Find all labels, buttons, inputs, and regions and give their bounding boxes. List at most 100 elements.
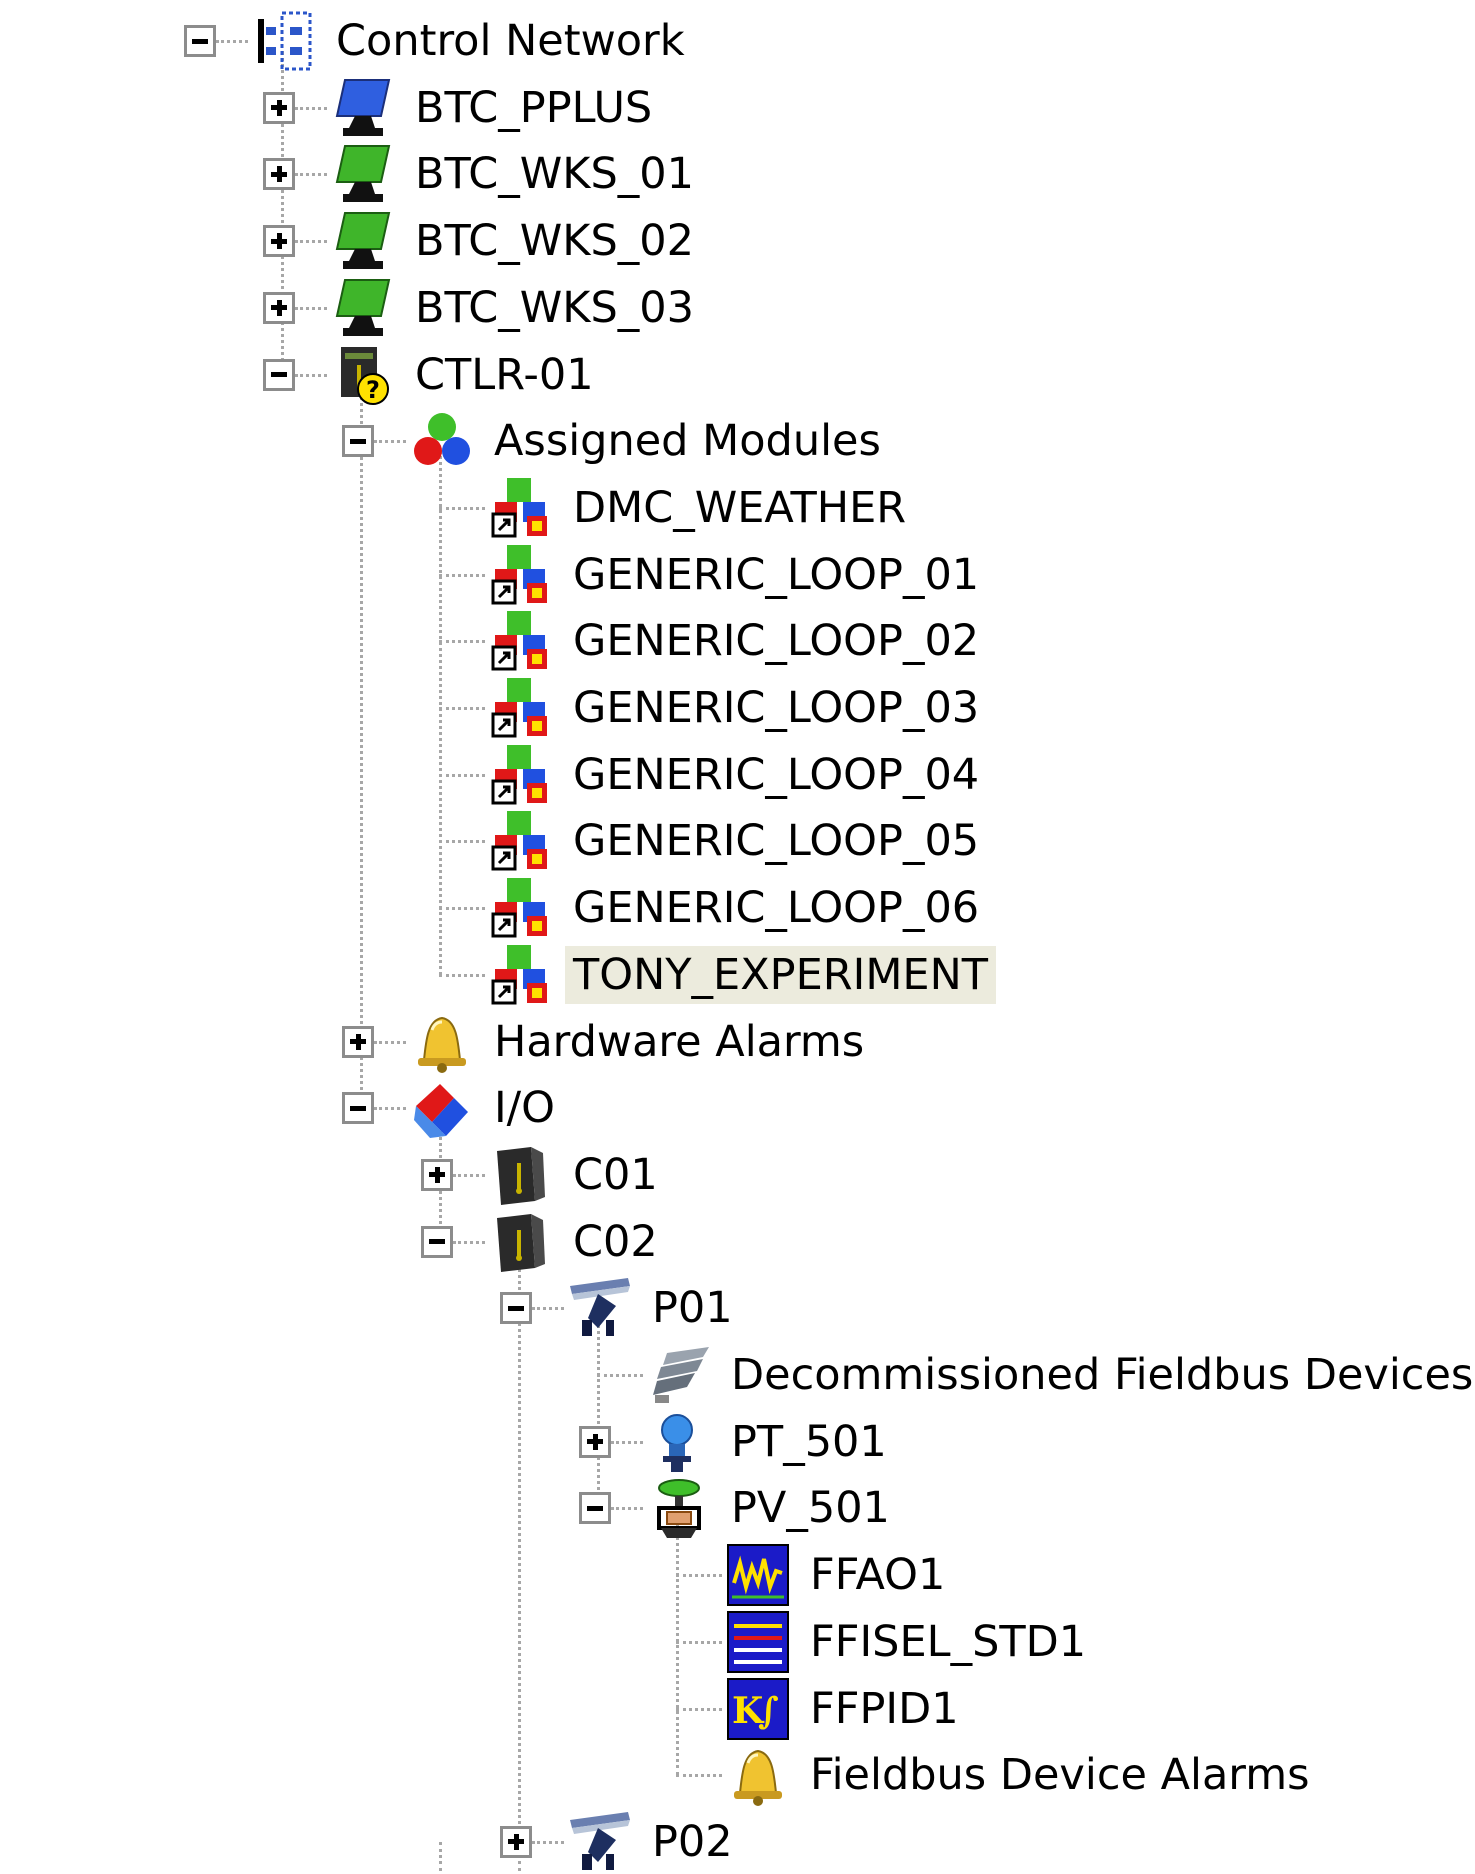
tree-connector-horizontal [532,1307,564,1311]
io-card-icon [489,1143,553,1207]
collapse-toggle[interactable] [184,25,216,57]
tree-node-label[interactable]: Assigned Modules [494,416,881,467]
tree-node-label[interactable]: GENERIC_LOOP_06 [573,883,980,934]
tree-connector-horizontal [439,773,485,777]
tree-connector-horizontal [216,40,248,43]
tree-connector-horizontal [439,840,485,844]
tree-connector-horizontal [374,440,406,444]
io-card-icon [489,1210,553,1274]
svg-text:K: K [732,1690,765,1732]
tree-node-label[interactable]: P01 [652,1283,733,1334]
module-icon [489,876,553,940]
control-network-icon [252,9,316,73]
tree-node-label[interactable]: GENERIC_LOOP_03 [573,683,980,733]
ffisel-block-icon [726,1610,790,1674]
tree-node-label[interactable]: PV_501 [731,1483,890,1534]
tree-connector-horizontal [676,1707,722,1711]
tree-connector-horizontal [295,373,327,377]
workstation-green-icon [331,142,395,206]
tree-node-label[interactable]: C01 [573,1149,658,1200]
expand-toggle[interactable] [579,1425,611,1458]
tree-node-label[interactable]: BTC_WKS_01 [415,149,694,200]
tree-connector-horizontal [611,1507,643,1511]
tree-connector-horizontal [439,573,485,577]
io-icon [410,1076,474,1140]
controller-unknown-icon: ? [331,343,395,407]
collapse-toggle[interactable] [342,1092,374,1125]
pressure-transmitter-icon [647,1410,711,1474]
tree-connector-vertical [439,1841,442,1871]
tree-node-label[interactable]: DMC_WEATHER [573,482,907,533]
valve-positioner-icon [647,1476,711,1540]
collapse-toggle[interactable] [342,425,374,458]
expand-toggle[interactable] [263,91,295,124]
tree-connector-horizontal [374,1107,406,1111]
tree-node-label[interactable]: I/O [494,1083,556,1134]
tree-connector-horizontal [439,973,485,977]
tree-connector-vertical [676,1518,679,1776]
tree-connector-horizontal [374,1040,406,1044]
tree-connector-horizontal [676,1640,722,1644]
workstation-green-icon [331,209,395,273]
tree-connector-vertical [360,384,363,1109]
tree-node-label[interactable]: Decommissioned Fieldbus Devices [731,1350,1474,1400]
tree-connector-horizontal [611,1440,643,1444]
tree-node-label[interactable]: BTC_PPLUS [415,82,653,133]
tree-node-label[interactable]: FFPID1 [810,1683,959,1734]
tree-connector-horizontal [676,1774,722,1778]
module-icon [489,543,553,607]
tree-connector-vertical [281,51,284,375]
ffao-block-icon [726,1543,790,1607]
module-icon [489,943,553,1007]
collapse-toggle[interactable] [500,1292,532,1325]
workstation-blue-icon [331,76,395,140]
expand-toggle[interactable] [263,158,295,191]
tree-node-label[interactable]: GENERIC_LOOP_02 [573,616,980,667]
tree-node-label[interactable]: FFISEL_STD1 [810,1616,1087,1667]
tree-connector-horizontal [295,106,327,110]
expand-toggle[interactable] [421,1158,453,1191]
module-icon [489,609,553,673]
tree-node-label[interactable]: TONY_EXPERIMENT [565,945,997,1004]
tree-node-label[interactable]: GENERIC_LOOP_05 [573,816,980,867]
module-icon [489,809,553,873]
expand-toggle[interactable] [500,1825,532,1858]
tree-connector-vertical [597,1318,600,1509]
tree-connector-horizontal [295,306,327,310]
tree-connector-horizontal [295,240,327,244]
expand-toggle[interactable] [263,291,295,324]
tree-node-label[interactable]: Fieldbus Device Alarms [810,1750,1310,1801]
fieldbus-port-icon [568,1810,632,1874]
svg-text:?: ? [366,376,380,404]
ffpid-block-icon: K∫ [726,1677,790,1741]
tree-node-label[interactable]: GENERIC_LOOP_01 [573,549,980,600]
tree-node-label[interactable]: GENERIC_LOOP_04 [573,749,980,800]
tree-connector-horizontal [439,707,485,710]
tree-node-label[interactable]: PT_501 [731,1416,887,1467]
tree-node-label[interactable]: C02 [573,1216,658,1267]
tree-node-label[interactable]: P02 [652,1816,733,1867]
decommissioned-devices-icon [647,1343,711,1407]
module-icon [489,743,553,807]
tree-node-label[interactable]: BTC_WKS_03 [415,282,694,333]
tree-connector-horizontal [676,1574,722,1578]
tree-node-label[interactable]: Control Network [336,16,685,66]
tree-node-label[interactable]: CTLR-01 [415,349,594,400]
tree-connector-horizontal [295,173,327,177]
tree-connector-horizontal [439,506,485,510]
tree-connector-horizontal [453,1173,485,1177]
alarm-bell-icon [726,1743,790,1807]
module-icon [489,476,553,540]
collapse-toggle[interactable] [421,1225,453,1258]
tree-node-label[interactable]: FFAO1 [810,1550,946,1601]
svg-text:∫: ∫ [758,1690,779,1732]
collapse-toggle[interactable] [263,358,295,391]
tree-connector-horizontal [453,1240,485,1244]
expand-toggle[interactable] [263,225,295,258]
expand-toggle[interactable] [342,1025,374,1058]
tree-node-label[interactable]: BTC_WKS_02 [415,216,694,267]
module-icon [489,676,553,740]
collapse-toggle[interactable] [579,1492,611,1525]
tree-node-label[interactable]: Hardware Alarms [494,1016,865,1067]
